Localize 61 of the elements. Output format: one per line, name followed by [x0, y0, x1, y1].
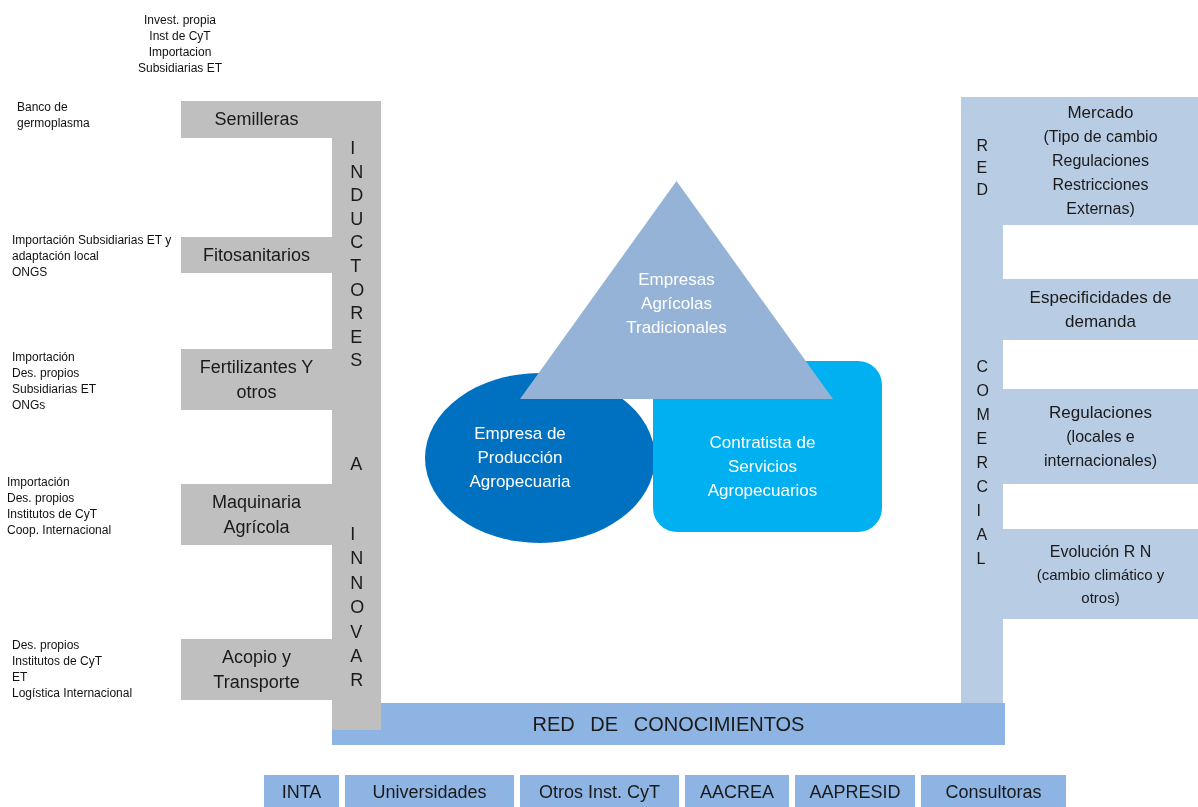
note-text: Institutos de CyT [12, 653, 103, 669]
box-label: AAPRESID [809, 780, 901, 804]
note-text: Importación [7, 474, 70, 490]
note-text: Banco de germoplasma [17, 99, 91, 131]
box-label: Regulaciones [1048, 401, 1153, 424]
vertical-bar [961, 97, 1003, 703]
category-box [181, 639, 332, 700]
box-label: Consultoras [945, 780, 1042, 804]
note-text: Des. propios [7, 490, 75, 506]
category-box [685, 775, 789, 807]
note-text: ONGs [12, 397, 46, 413]
note-text: ONGS [12, 264, 49, 280]
vertical-label: INDUCTORES A INNOVAR [349, 137, 366, 693]
category-box [921, 775, 1066, 807]
category-box [795, 775, 915, 807]
category-box [264, 775, 339, 807]
box-label: Semilleras [214, 108, 299, 131]
note-text: Invest. propia [142, 12, 217, 28]
category-box [181, 101, 332, 138]
box-label: Mercado [1066, 102, 1135, 124]
note-text: Logística Internacional [12, 685, 133, 701]
note-text: Inst de CyT [148, 28, 212, 44]
category-box [1003, 279, 1198, 340]
category-box [345, 775, 514, 807]
box-label: Otros Inst. CyT [539, 780, 660, 804]
note-text: Importación [12, 349, 75, 365]
category-box [181, 484, 332, 545]
note-text: Subsidiarias ET [12, 381, 97, 397]
box-label: Contratista de Servicios Agropecuarios [706, 431, 819, 502]
box-label: Acopio y Transporte [212, 645, 301, 694]
box-label: AACREA [700, 780, 774, 804]
note-text: ET [12, 669, 28, 685]
box-label: Evolución R N [1048, 541, 1153, 562]
box-sublabel: (locales e internacionales) [1043, 426, 1158, 471]
box-label: Especificidades de demanda [1028, 286, 1173, 333]
note-text: Subsidiarias ET [136, 60, 223, 76]
box-label: Empresas Agrícolas Tradicionales [625, 269, 728, 339]
category-box [181, 237, 332, 273]
box-label: Maquinaria Agrícola [210, 490, 303, 539]
note-text: Importación Subsidiarias ET y adaptación local [12, 232, 172, 264]
note-text: Importacion [147, 44, 213, 60]
category-box [1003, 529, 1198, 619]
note-text: Coop. Internacional [7, 522, 112, 538]
category-box [1003, 97, 1198, 225]
box-label: Fitosanitarios [202, 243, 310, 267]
category-box [332, 703, 1005, 745]
vertical-label: RED COMERCIAL [975, 136, 991, 569]
box-sublabel: (cambio climático y otros) [1035, 564, 1166, 608]
box-label: RED DE CONOCIMIENTOS [532, 711, 805, 737]
box-label: Empresa de Producción Agropecuaria [468, 423, 572, 493]
box-label: INTA [281, 780, 322, 804]
vertical-bar [332, 101, 381, 730]
box-label: Fertilizantes Y otros [198, 355, 315, 404]
box-sublabel: (Tipo de cambio Regulaciones Restricciones Externas) [1042, 127, 1159, 219]
note-text: Des. propios [12, 637, 80, 653]
category-box [1003, 389, 1198, 484]
category-box [181, 349, 332, 410]
category-box [520, 775, 679, 807]
box-label: Universidades [372, 780, 487, 804]
note-text: Institutos de CyT [7, 506, 98, 522]
note-text: Des. propios [12, 365, 80, 381]
